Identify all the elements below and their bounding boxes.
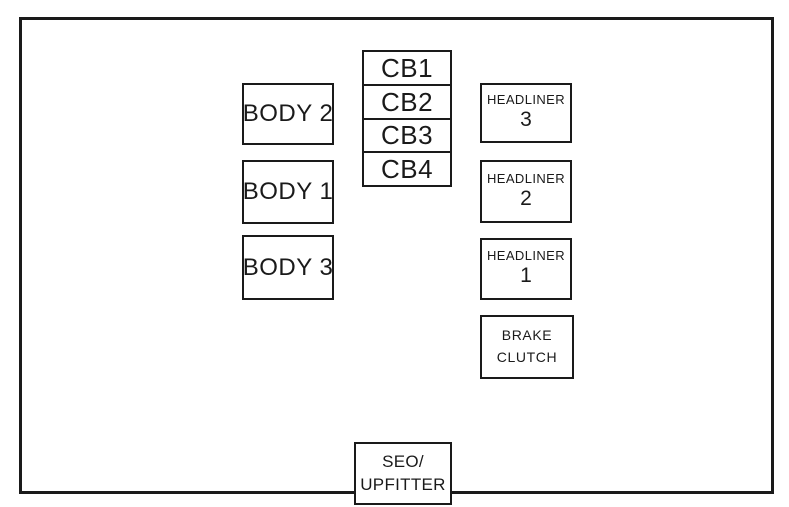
fuse-headliner-1: HEADLINER 1 (480, 238, 572, 300)
fuse-body-1-label: BODY 1 (242, 178, 334, 205)
circuit-breaker-cb2: CB2 (364, 83, 450, 118)
fuse-upfitter-label: UPFITTER (360, 474, 446, 494)
circuit-breaker-stack: CB1 CB2 CB3 CB4 (362, 50, 452, 187)
fuse-headliner-2: HEADLINER 2 (480, 160, 572, 223)
fuse-body-2: BODY 2 (242, 83, 334, 145)
fuse-seo-label: SEO/ (382, 451, 424, 471)
fuse-headliner-3: HEADLINER 3 (480, 83, 572, 143)
fuse-headliner-1-label: HEADLINER (486, 248, 565, 264)
circuit-breaker-cb1: CB1 (364, 52, 450, 84)
fuse-body-1: BODY 1 (242, 160, 334, 224)
fuse-brake-clutch: BRAKE CLUTCH (480, 315, 574, 379)
fuse-body-3-label: BODY 3 (242, 253, 334, 281)
cb4-label: CB4 (380, 154, 434, 185)
cb3-label: CB3 (380, 120, 434, 151)
circuit-breaker-cb3: CB3 (364, 117, 450, 152)
fuse-headliner-1-number: 1 (520, 264, 532, 288)
cb2-label: CB2 (380, 86, 434, 117)
cb1-label: CB1 (380, 52, 434, 83)
fuse-headliner-3-number: 3 (520, 108, 532, 132)
fuse-seo-upfitter: SEO/ UPFITTER (354, 442, 452, 505)
diagram-border-frame: BODY 2 BODY 1 BODY 3 CB1 CB2 CB3 CB4 HEA… (19, 17, 774, 505)
fuse-body-3: BODY 3 (242, 235, 334, 300)
circuit-breaker-cb4: CB4 (364, 151, 450, 185)
fuse-headliner-2-number: 2 (520, 186, 532, 210)
fuse-body-2-label: BODY 2 (242, 100, 334, 127)
fuse-headliner-2-label: HEADLINER (486, 170, 565, 186)
fuse-brake-label: BRAKE (501, 327, 553, 344)
fuse-headliner-3-label: HEADLINER (486, 92, 565, 108)
fuse-clutch-label: CLUTCH (496, 349, 558, 365)
